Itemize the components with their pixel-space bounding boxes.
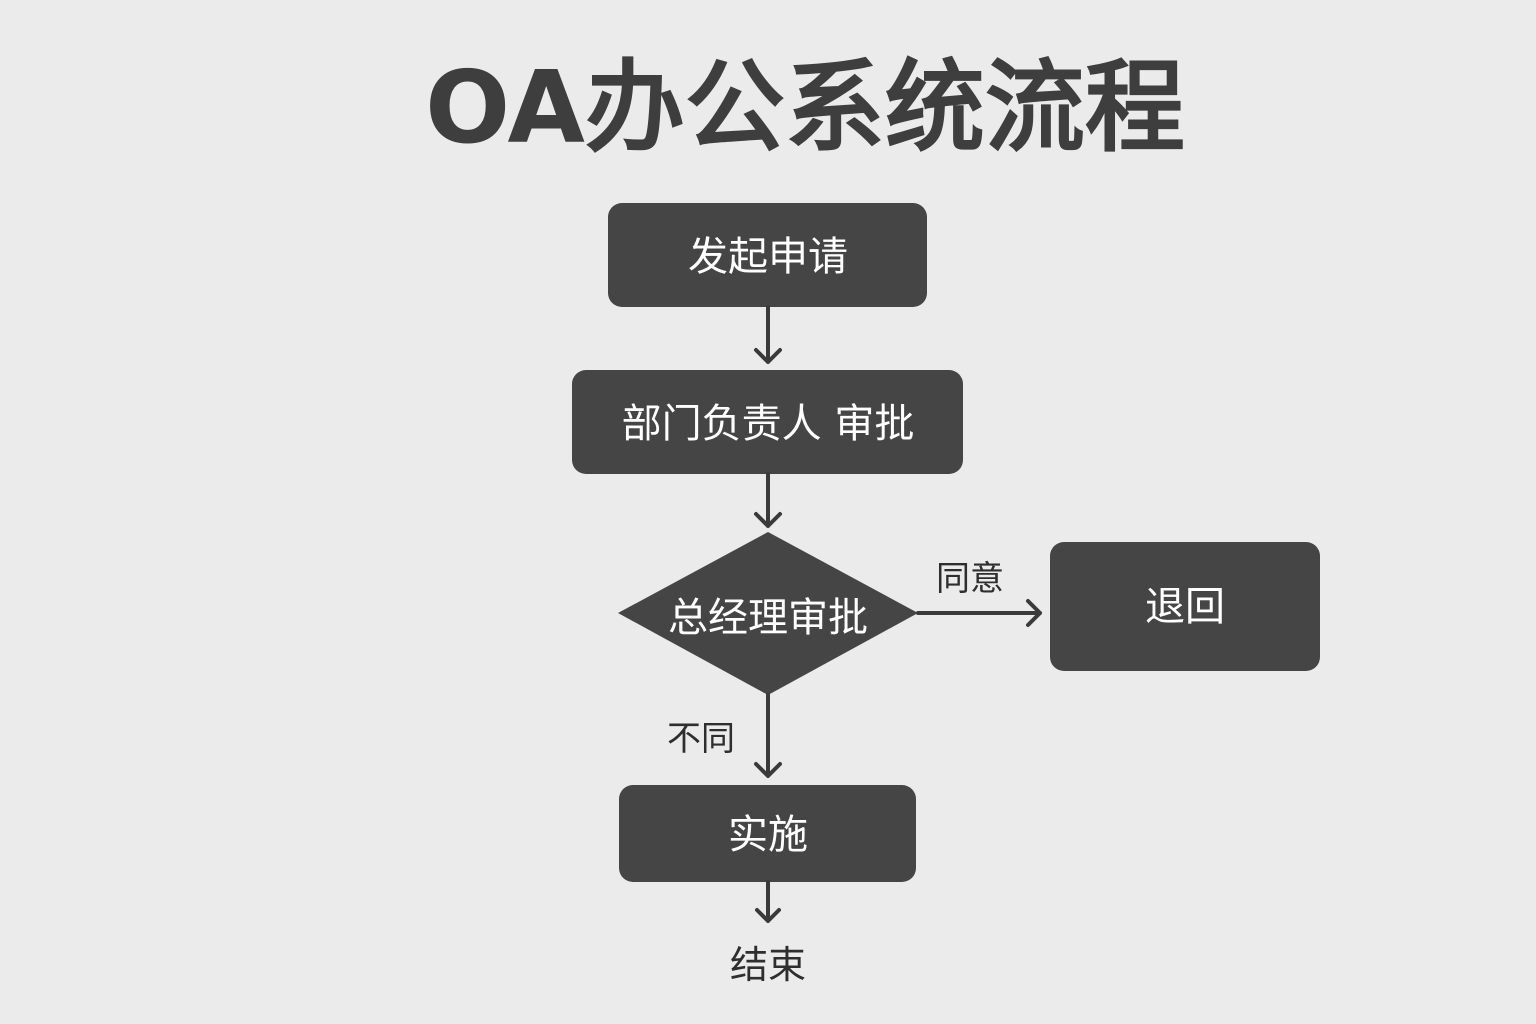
node-gm-approval: 总经理审批 xyxy=(618,532,918,695)
edge-label-disagree: 不同 xyxy=(667,719,735,759)
node-end-label: 结束 xyxy=(730,943,806,987)
arrow-dept-to-gm xyxy=(754,472,782,528)
node-implement-label: 实施 xyxy=(728,812,808,858)
arrow-gm-to-implement xyxy=(754,693,782,778)
node-return: 退回 xyxy=(1050,542,1320,671)
arrow-implement-to-end xyxy=(755,880,781,923)
arrow-start-to-dept xyxy=(754,305,782,364)
node-implement: 实施 xyxy=(619,785,916,882)
diagram-title: OA办公系统流程 xyxy=(425,49,1185,166)
edge-label-agree: 同意 xyxy=(936,559,1004,599)
node-dept-approval-label: 部门负责人 审批 xyxy=(622,401,915,447)
node-gm-approval-label: 总经理审批 xyxy=(668,595,868,641)
node-start-label: 发起申请 xyxy=(688,234,848,280)
arrow-gm-to-return xyxy=(916,599,1042,627)
node-start: 发起申请 xyxy=(608,203,927,307)
node-dept-approval: 部门负责人 审批 xyxy=(572,370,963,474)
node-return-label: 退回 xyxy=(1145,584,1225,630)
